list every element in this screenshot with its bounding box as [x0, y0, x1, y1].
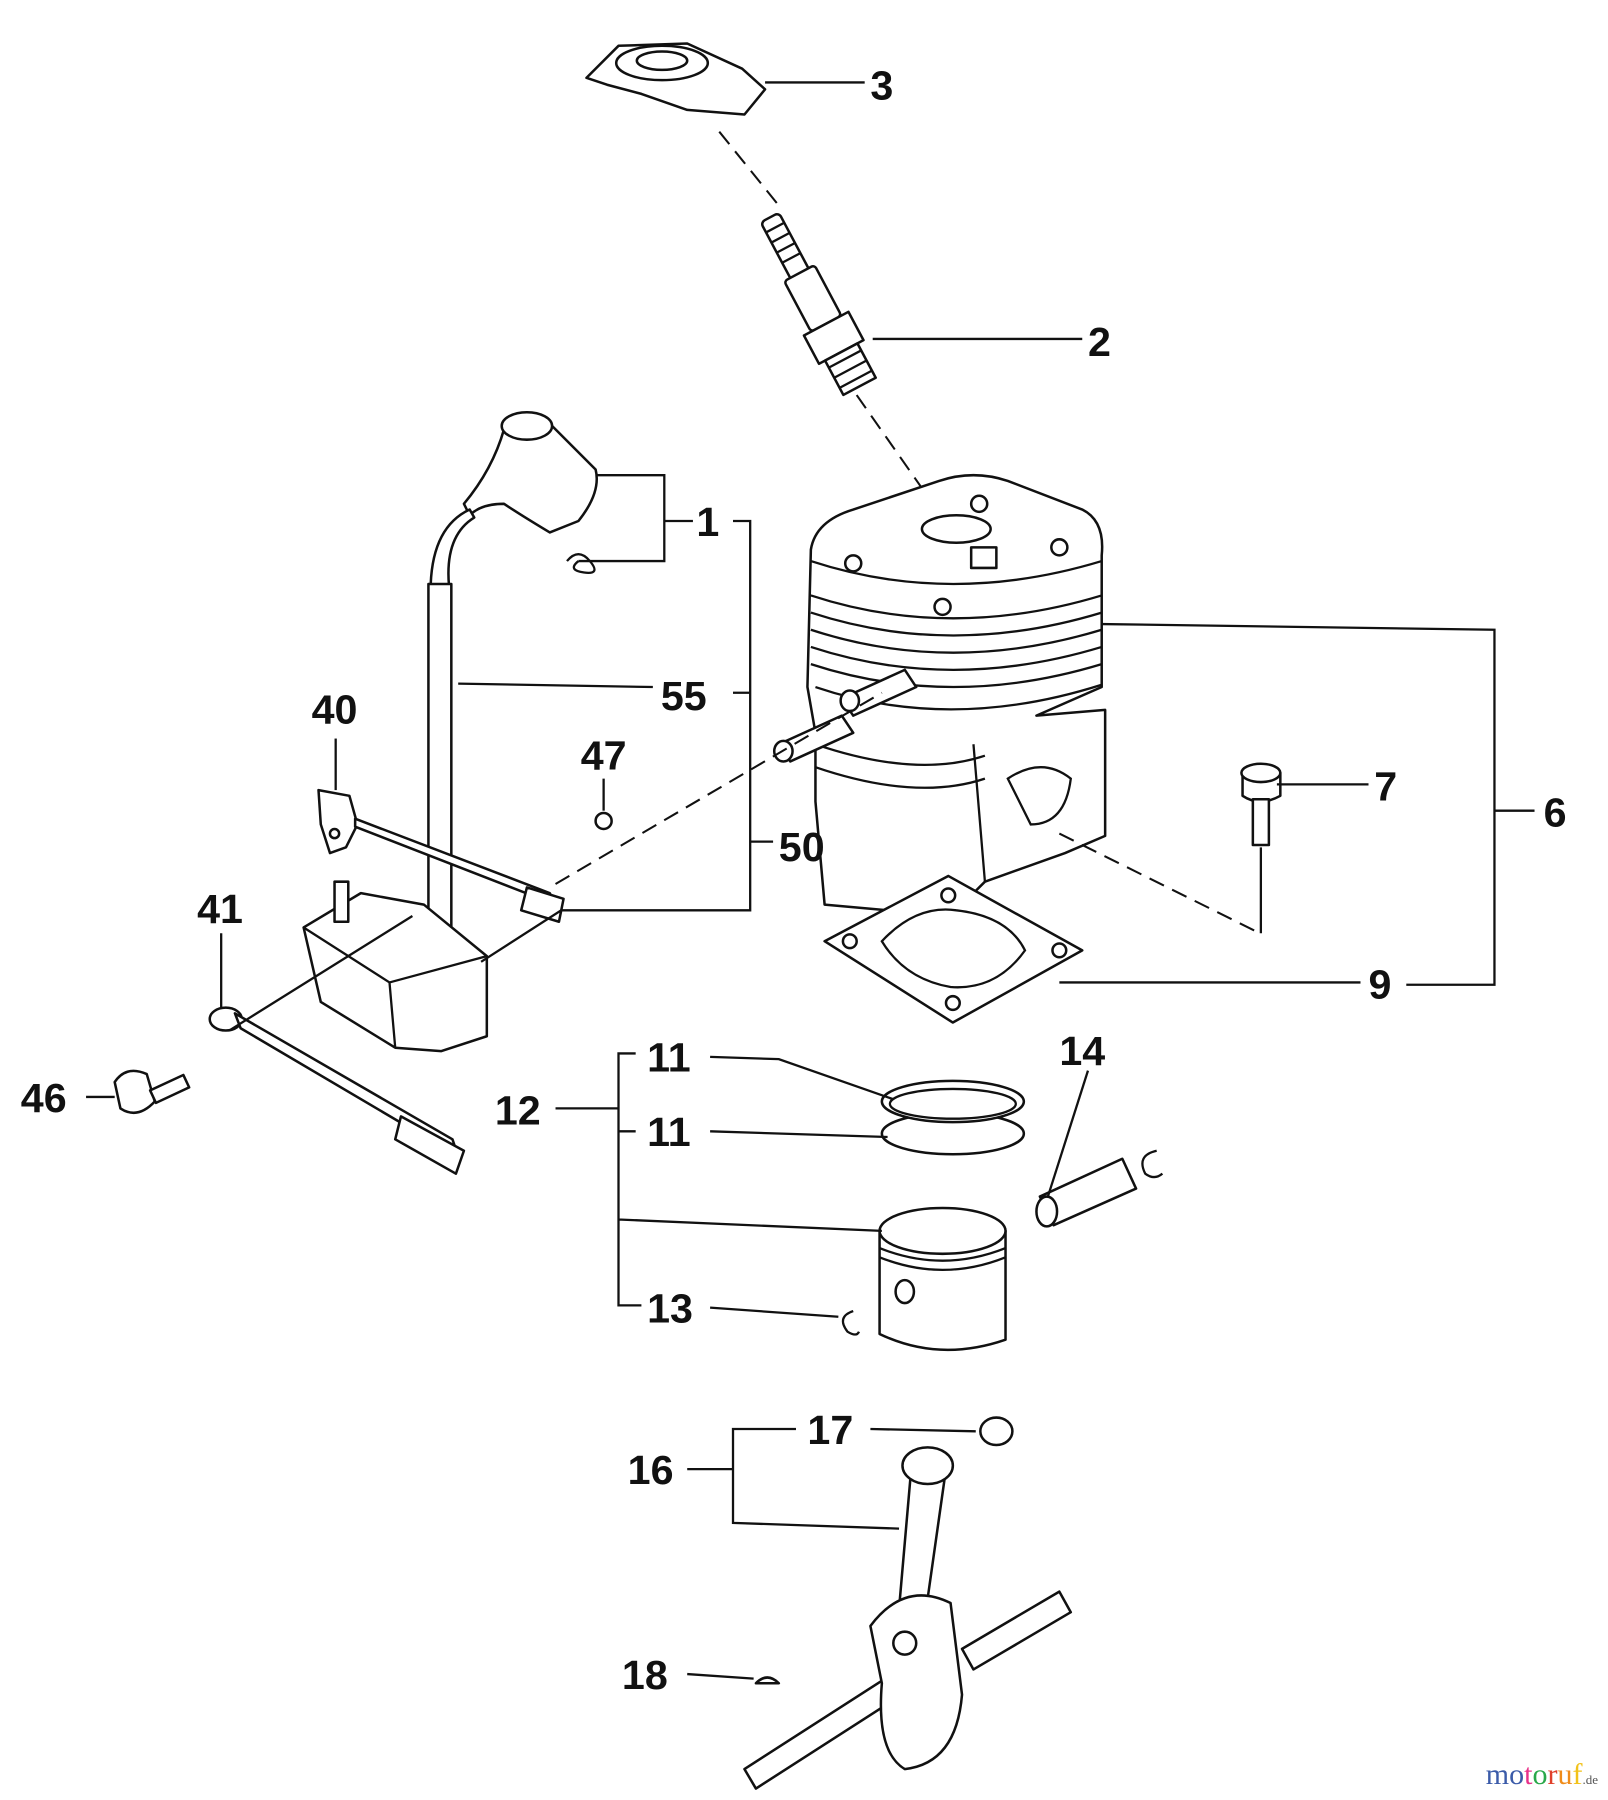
callout-16: 16: [628, 1447, 674, 1493]
watermark-suffix: .de: [1582, 1772, 1598, 1787]
part-3-boot: [585, 42, 767, 116]
part-11-piston-rings: [880, 1079, 1026, 1156]
callout-3: 3: [870, 63, 893, 109]
part-13-clip: [841, 1309, 861, 1336]
watermark-letter: u: [1557, 1758, 1573, 1791]
callout-1: 1: [696, 499, 719, 545]
watermark-letter: t: [1524, 1758, 1533, 1791]
watermark-letter: r: [1547, 1758, 1558, 1791]
part-18-key: [754, 1676, 781, 1685]
callout-50: 50: [779, 824, 825, 870]
callout-12: 12: [495, 1087, 541, 1133]
part-50-ignition-coil: [302, 880, 489, 1053]
watermark-letter: m: [1485, 1758, 1510, 1791]
part-41-ground-terminal: [208, 915, 466, 1175]
watermark-letter: f: [1572, 1758, 1583, 1791]
watermark-letter: o: [1532, 1758, 1548, 1791]
watermark-logo: motoruf.de: [1486, 1758, 1598, 1792]
callout-7: 7: [1374, 763, 1397, 809]
part-46-screw: [113, 1069, 191, 1115]
callout-6: 6: [1544, 790, 1567, 836]
callout-40: 40: [312, 687, 358, 733]
callout-18: 18: [622, 1652, 668, 1698]
callout-41: 41: [197, 886, 243, 932]
callout-13: 13: [647, 1286, 693, 1332]
callout-9: 9: [1369, 961, 1392, 1007]
part-1-spark-plug-boot: [462, 410, 598, 574]
coil-wire: [429, 508, 476, 588]
callout-46: 46: [21, 1075, 67, 1121]
part-2-spark-plug: [761, 213, 877, 397]
part-12-piston: [878, 1206, 1007, 1352]
callout-2: 2: [1088, 319, 1111, 365]
callout-47: 47: [581, 732, 627, 778]
dash-line: [1058, 832, 1261, 935]
callout-11-lower: 11: [647, 1109, 691, 1155]
callout-17: 17: [807, 1407, 853, 1453]
part-7-bolt: [1240, 762, 1282, 847]
watermark-letter: o: [1509, 1758, 1525, 1791]
part-47-washer: [594, 811, 613, 831]
part-6-cylinder: [772, 474, 1107, 918]
part-9-gasket: [823, 874, 1084, 1024]
dash-line: [555, 691, 883, 885]
callout-11-upper: 11: [647, 1035, 691, 1081]
piston-pin-clip: [1141, 1149, 1164, 1179]
part-14-piston-pin: [1035, 1157, 1138, 1228]
callout-55: 55: [661, 673, 707, 719]
dash-line: [718, 131, 782, 210]
part-40-bracket: [317, 788, 565, 924]
part-16-crankshaft: [743, 1416, 1073, 1790]
leader-lines: [86, 81, 1535, 1680]
callout-14: 14: [1059, 1028, 1105, 1074]
